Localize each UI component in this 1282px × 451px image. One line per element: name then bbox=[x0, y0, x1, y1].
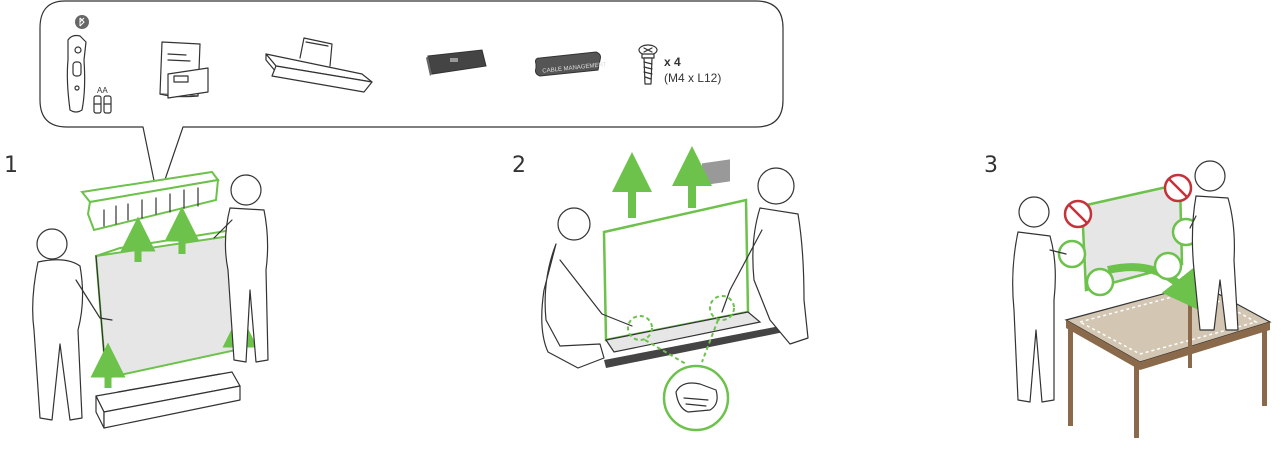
screw-icon bbox=[638, 44, 658, 85]
tv-carton bbox=[94, 228, 238, 380]
prohibit-icon bbox=[1063, 173, 1193, 229]
step-1-illustration bbox=[32, 170, 269, 429]
screw-spec: (M4 x L12) bbox=[664, 71, 721, 85]
tv-panel bbox=[602, 159, 784, 368]
stand-body-icon bbox=[426, 49, 487, 76]
grip-detail bbox=[627, 295, 735, 432]
battery-label: AA bbox=[97, 86, 108, 95]
person-right bbox=[1189, 160, 1239, 331]
person-left bbox=[541, 207, 633, 369]
remote-control-icon bbox=[66, 15, 89, 113]
step-3-number: 3 bbox=[984, 153, 998, 178]
person-left bbox=[32, 228, 113, 421]
accessory-callout bbox=[39, 0, 784, 201]
person-left bbox=[1012, 196, 1067, 403]
packing-lid bbox=[80, 170, 220, 232]
step-3-illustration bbox=[1012, 160, 1272, 438]
table bbox=[1064, 283, 1272, 438]
person-right bbox=[721, 167, 809, 345]
battery-icon bbox=[93, 95, 112, 114]
person-right bbox=[213, 174, 269, 363]
screw-quantity: x 4 bbox=[664, 55, 681, 69]
manual-icon bbox=[159, 41, 209, 99]
step-2-number: 2 bbox=[512, 153, 526, 178]
step-2-illustration bbox=[541, 146, 809, 432]
stand-base-icon bbox=[265, 37, 373, 93]
step-1-number: 1 bbox=[4, 153, 18, 178]
bluetooth-icon bbox=[79, 17, 85, 27]
lift-arrows bbox=[612, 146, 712, 218]
packing-tray bbox=[95, 371, 241, 429]
